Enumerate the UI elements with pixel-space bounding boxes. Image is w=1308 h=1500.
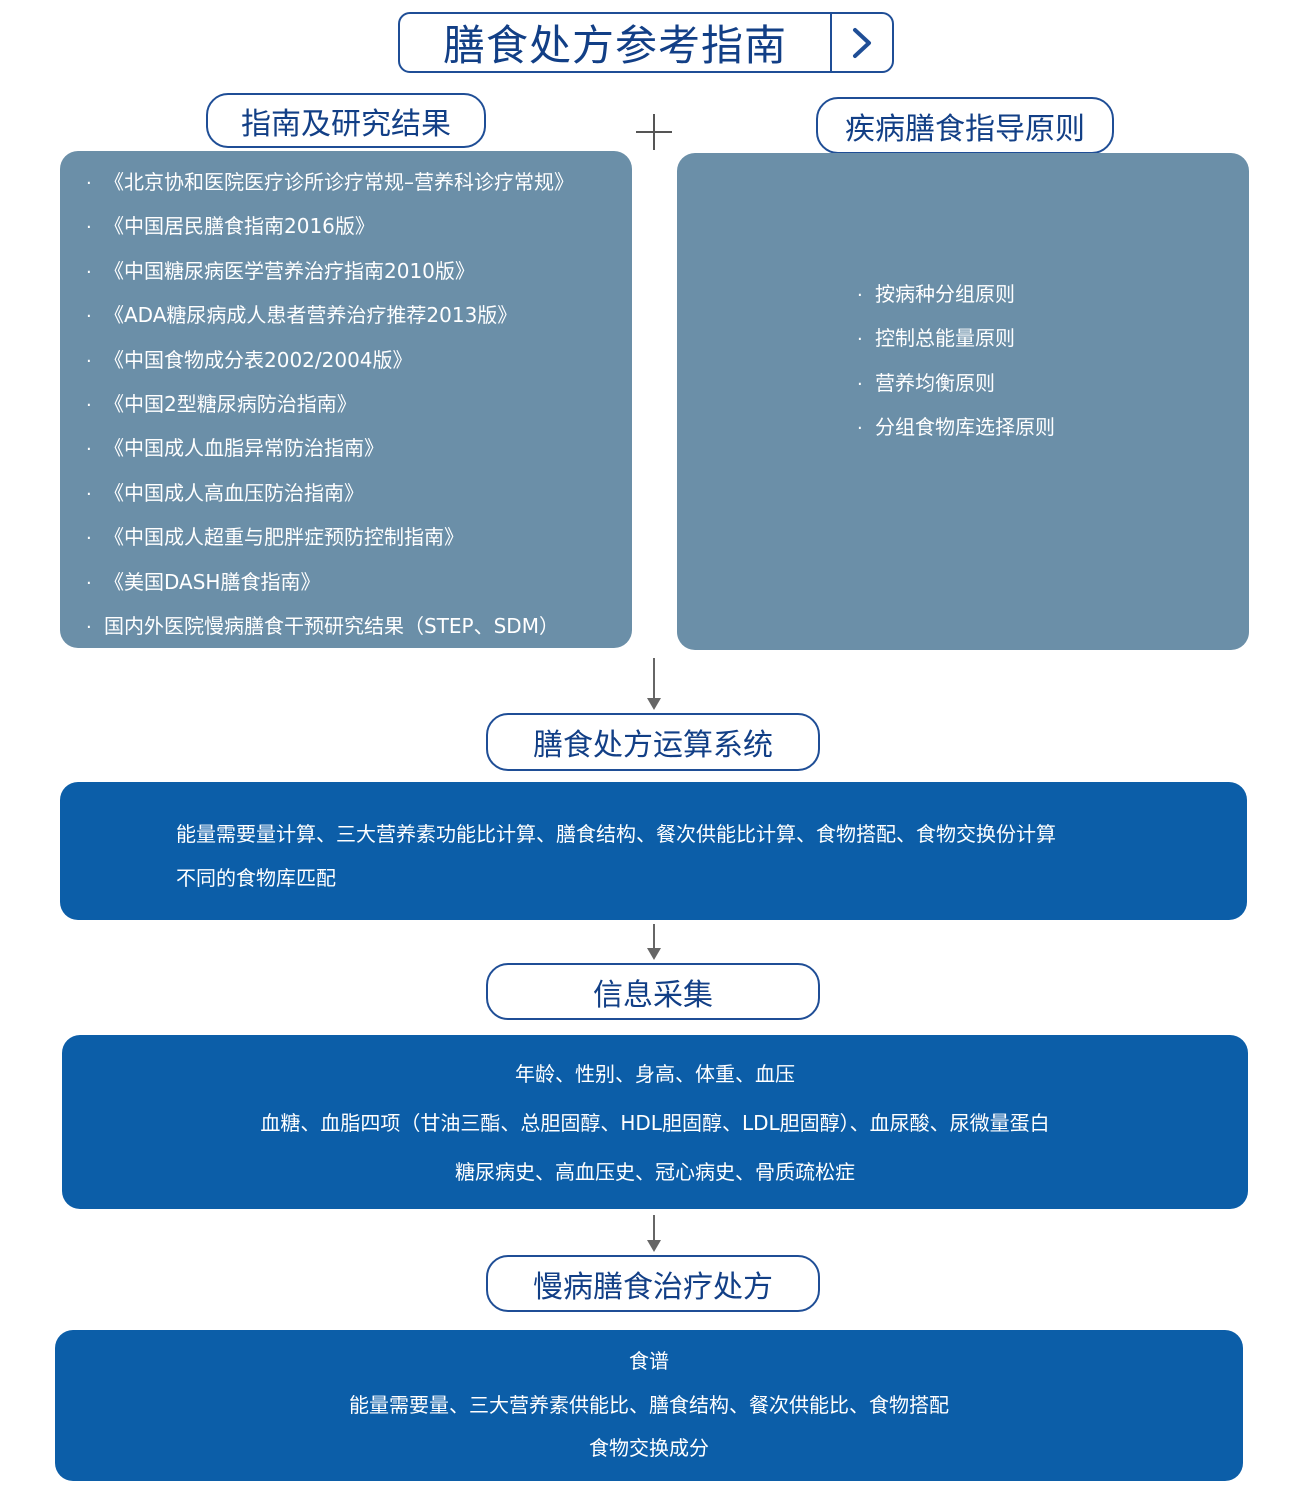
list-item: ·《中国食物成分表2002/2004版》	[86, 347, 413, 372]
system-panel: 能量需要量计算、三大营养素功能比计算、膳食结构、餐次供能比计算、食物搭配、食物交…	[60, 782, 1247, 920]
guidelines-heading: 指南及研究结果	[206, 93, 486, 148]
system-line: 不同的食物库匹配	[176, 866, 336, 890]
list-item: ·《中国2型糖尿病防治指南》	[86, 392, 357, 417]
guidelines-panel: ·《北京协和医院医疗诊所诊疗常规–营养科诊疗常规》 ·《中国居民膳食指南2016…	[60, 151, 632, 648]
list-item: ·《中国成人血脂异常防治指南》	[86, 436, 384, 461]
list-item: ·《中国成人超重与肥胖症预防控制指南》	[86, 525, 464, 550]
down-arrow-icon	[647, 924, 661, 960]
prescription-panel: 食谱 能量需要量、三大营养素供能比、膳食结构、餐次供能比、食物搭配 食物交换成分	[55, 1330, 1243, 1481]
prescription-line: 食谱	[629, 1349, 669, 1373]
list-item: ·《中国居民膳食指南2016版》	[86, 214, 375, 239]
principles-heading-label: 疾病膳食指导原则	[845, 111, 1085, 147]
info-panel: 年龄、性别、身高、体重、血压 血糖、血脂四项（甘油三酯、总胆固醇、HDL胆固醇、…	[62, 1035, 1248, 1209]
system-line: 能量需要量计算、三大营养素功能比计算、膳食结构、餐次供能比计算、食物搭配、食物交…	[176, 822, 1056, 846]
system-heading-label: 膳食处方运算系统	[533, 728, 773, 763]
info-line: 血糖、血脂四项（甘油三酯、总胆固醇、HDL胆固醇、LDL胆固醇）、血尿酸、尿微量…	[260, 1111, 1050, 1135]
list-item: ·国内外医院慢病膳食干预研究结果（STEP、SDM）	[86, 614, 559, 639]
principles-list: ·按病种分组原则 ·控制总能量原则 ·营养均衡原则 ·分组食物库选择原则	[857, 273, 1249, 451]
list-item: ·按病种分组原则	[857, 282, 1015, 306]
guidelines-heading-label: 指南及研究结果	[241, 106, 451, 142]
prescription-line: 食物交换成分	[589, 1436, 709, 1460]
list-item: ·控制总能量原则	[857, 326, 1015, 351]
list-item: ·《ADA糖尿病成人患者营养治疗推荐2013版》	[86, 303, 518, 328]
plus-icon	[636, 114, 672, 150]
down-arrow-icon	[647, 658, 661, 710]
principles-panel: ·按病种分组原则 ·控制总能量原则 ·营养均衡原则 ·分组食物库选择原则	[677, 153, 1249, 650]
info-heading-label: 信息采集	[593, 977, 713, 1013]
down-arrow-icon	[647, 1215, 661, 1252]
title-banner: 膳食处方参考指南	[398, 12, 894, 73]
info-heading: 信息采集	[486, 963, 820, 1020]
list-item: ·《美国DASH膳食指南》	[86, 569, 321, 594]
chevron-right-icon[interactable]	[832, 14, 892, 71]
prescription-line: 能量需要量、三大营养素供能比、膳食结构、餐次供能比、食物搭配	[349, 1392, 949, 1417]
list-item: ·《中国糖尿病医学营养治疗指南2010版》	[86, 258, 475, 283]
list-item: ·分组食物库选择原则	[857, 415, 1055, 440]
guidelines-list: ·《北京协和医院医疗诊所诊疗常规–营养科诊疗常规》 ·《中国居民膳食指南2016…	[86, 161, 632, 649]
page-title: 膳食处方参考指南	[400, 14, 832, 71]
info-line: 糖尿病史、高血压史、冠心病史、骨质疏松症	[455, 1160, 855, 1184]
list-item: ·《北京协和医院医疗诊所诊疗常规–营养科诊疗常规》	[86, 170, 574, 194]
principles-heading: 疾病膳食指导原则	[816, 97, 1114, 154]
prescription-heading: 慢病膳食治疗处方	[486, 1255, 820, 1312]
info-line: 年龄、性别、身高、体重、血压	[515, 1062, 795, 1086]
list-item: ·《中国成人高血压防治指南》	[86, 480, 364, 505]
list-item: ·营养均衡原则	[857, 370, 995, 395]
system-heading: 膳食处方运算系统	[486, 713, 820, 771]
prescription-heading-label: 慢病膳食治疗处方	[533, 1269, 773, 1305]
